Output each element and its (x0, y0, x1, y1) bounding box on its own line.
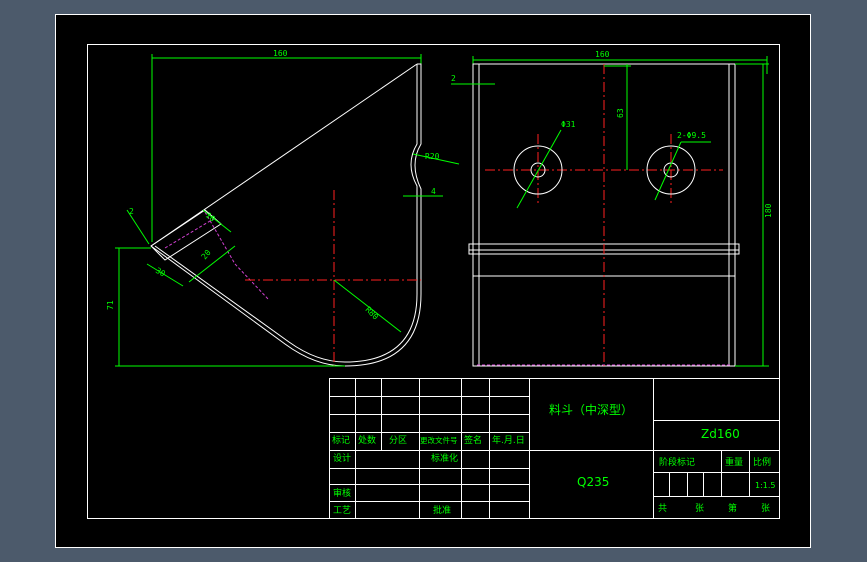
dim-thirty-line (146, 263, 184, 287)
side-view: 160 R80 R20 4 71 2 30 10 (106, 49, 460, 367)
dim-four-label: 4 (431, 187, 436, 196)
radius-big-leader (333, 279, 402, 333)
tb-label-date: 年.月.日 (492, 434, 525, 446)
hopper-slope-edge (150, 63, 418, 247)
dim-thirty-label: 30 (154, 266, 167, 279)
tb-label-sign: 签名 (464, 434, 482, 446)
tb-label-total: 共 (658, 503, 667, 514)
hole-small-label: 2-Φ9.5 (677, 131, 706, 140)
dim-twenty-line (188, 245, 236, 283)
dim-twenty-label: 20 (200, 248, 213, 261)
tb-label-nth: 第 (728, 502, 737, 514)
drawing-sheet: 160 R80 R20 4 71 2 30 10 (55, 14, 811, 548)
tb-label-zone: 分区 (389, 435, 407, 446)
tb-label-mark: 标记 (332, 434, 350, 446)
front-width-label: 160 (595, 50, 610, 59)
cad-drawing: 160 R80 R20 4 71 2 30 10 (55, 14, 811, 548)
tb-scale: 1:1.5 (755, 481, 776, 490)
hopper-inner-outline (154, 64, 418, 363)
hole-left-outer (513, 145, 563, 195)
tb-label-ratio: 比例 (753, 456, 771, 468)
hole-offset-label: 63 (616, 108, 625, 118)
hole-right-inner (663, 162, 679, 178)
hole-big-label: Φ31 (561, 120, 576, 129)
hole-right-outer (646, 145, 696, 195)
left-height-label: 71 (106, 300, 115, 310)
hopper-outline (150, 63, 422, 367)
dim-ten-line (202, 209, 232, 233)
tb-label-review: 审核 (333, 487, 351, 499)
tb-label-sheets: 张 (695, 503, 704, 514)
drawing-title: 料斗（中深型） (549, 402, 633, 417)
outer-border (55, 14, 811, 548)
tb-label-approve: 批准 (433, 504, 451, 516)
tb-label-sheet2: 张 (761, 503, 770, 514)
right-height-label: 180 (764, 203, 773, 218)
dim-two-line (126, 209, 150, 245)
tb-label-standard: 标准化 (431, 452, 458, 464)
drawing-material: Q235 (577, 475, 609, 489)
dim-two-label: 2 (129, 207, 134, 216)
tb-label-weight: 重量 (725, 456, 743, 468)
hole-left-inner (530, 162, 546, 178)
radius-big-label: R80 (364, 305, 381, 322)
tb-label-changefile: 更改文件号 (420, 435, 458, 445)
tb-label-design: 设计 (333, 452, 351, 464)
tb-label-process: 工艺 (333, 505, 351, 516)
title-block: 标记 处数 分区 更改文件号 签名 年.月.日 设计 标准化 审核 工艺 批准 … (329, 378, 780, 519)
drawing-code: Zd160 (701, 427, 740, 441)
side-width-label: 160 (273, 49, 288, 58)
tb-label-count: 处数 (358, 434, 376, 446)
radius-small-label: R20 (425, 152, 440, 161)
radius-small-leader (412, 153, 460, 165)
hole-small-leader (654, 141, 682, 201)
hole-big-leader (516, 129, 562, 209)
hidden-line-2 (204, 211, 270, 301)
title-block-frame (329, 378, 780, 519)
dim-gap-label: 2 (451, 74, 456, 83)
front-view: 160 2 180 Φ31 2-Φ9.5 (451, 50, 773, 367)
inner-border (87, 44, 780, 519)
tb-label-stage: 阶段标记 (659, 456, 695, 468)
